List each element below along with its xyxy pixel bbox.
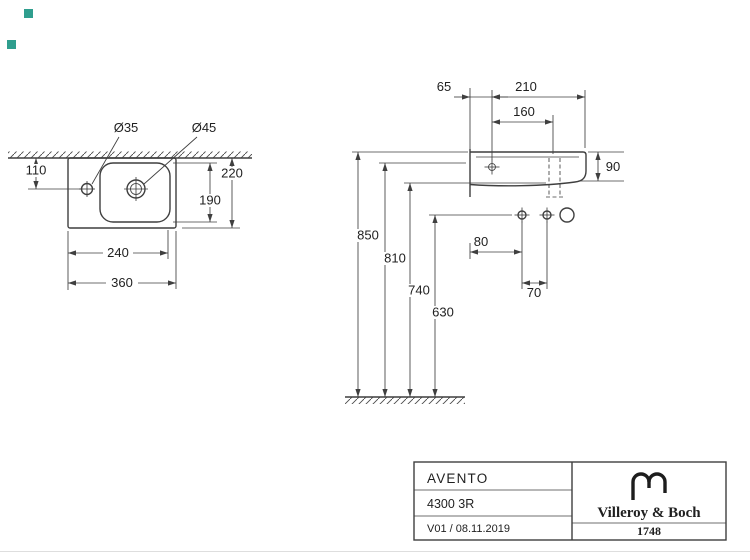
leader-line xyxy=(143,136,198,185)
water-connection-icon xyxy=(514,207,530,223)
dim-label-d35: Ø35 xyxy=(114,120,139,135)
dim-label-360: 360 xyxy=(111,275,133,290)
dim-label-d45: Ø45 xyxy=(192,120,217,135)
dim-90: 90 xyxy=(578,151,624,182)
dim-label-70: 70 xyxy=(527,285,541,300)
dim-label-850: 850 xyxy=(357,228,379,243)
basin-outline xyxy=(67,157,177,229)
dim-360: 360 xyxy=(67,231,177,290)
teal-markers xyxy=(7,9,33,49)
dim-240: 240 xyxy=(67,230,169,290)
dim-190: 190 xyxy=(173,162,223,223)
dim-label-90: 90 xyxy=(606,159,620,174)
drain-hole xyxy=(124,177,148,201)
brand-year: 1748 xyxy=(637,524,661,538)
dim-label-210: 210 xyxy=(515,79,537,94)
side-view: 65 210 160 90 850 xyxy=(345,79,624,404)
dim-label-220: 220 xyxy=(221,166,243,181)
dim-label-110: 110 xyxy=(26,163,47,178)
drain-hidden-lines xyxy=(546,158,563,198)
version-date: V01 / 08.11.2019 xyxy=(427,523,510,535)
dim-label-740: 740 xyxy=(408,283,430,298)
dim-160: 160 xyxy=(491,104,554,154)
tap-hole xyxy=(79,181,95,197)
dim-label-630: 630 xyxy=(432,305,454,320)
dim-740: 740 xyxy=(404,182,546,398)
leader-line xyxy=(91,136,120,185)
basin-profile xyxy=(469,151,587,187)
model-name: AVENTO xyxy=(427,471,488,486)
floor-hatch xyxy=(345,397,465,404)
dim-810: 810 xyxy=(379,162,466,398)
villeroy-boch-logo-icon xyxy=(631,472,667,500)
dim-110: 110 xyxy=(23,157,81,190)
dim-70: 70 xyxy=(521,221,548,300)
dim-630: 630 xyxy=(429,214,512,398)
model-number: 4300 3R xyxy=(427,497,474,511)
dim-210: 210 xyxy=(491,79,586,160)
basin-bowl xyxy=(99,162,171,223)
connection-symbols xyxy=(514,207,575,223)
dim-65: 65 xyxy=(437,79,508,100)
dim-label-80: 80 xyxy=(474,234,488,249)
dim-label-190: 190 xyxy=(199,193,221,208)
dim-80: 80 xyxy=(469,221,523,289)
wall-hatch xyxy=(8,151,252,158)
dim-label-65: 65 xyxy=(437,79,451,94)
waste-outlet-icon xyxy=(559,207,575,223)
teal-marker-icon xyxy=(24,9,33,18)
dim-label-810: 810 xyxy=(384,251,406,266)
dim-850: 850 xyxy=(352,151,468,398)
title-block: AVENTO 4300 3R V01 / 08.11.2019 Villeroy… xyxy=(413,461,727,541)
brand-name: Villeroy & Boch xyxy=(597,505,701,521)
dim-label-160: 160 xyxy=(513,104,535,119)
dim-220: 220 xyxy=(182,157,245,229)
water-connection-icon xyxy=(539,207,555,223)
top-view: Ø35 Ø45 110 220 190 xyxy=(8,120,252,290)
tap-hole-section xyxy=(484,159,500,175)
dim-label-240: 240 xyxy=(107,245,129,260)
title-block-border xyxy=(413,461,727,541)
teal-marker-icon xyxy=(7,40,16,49)
